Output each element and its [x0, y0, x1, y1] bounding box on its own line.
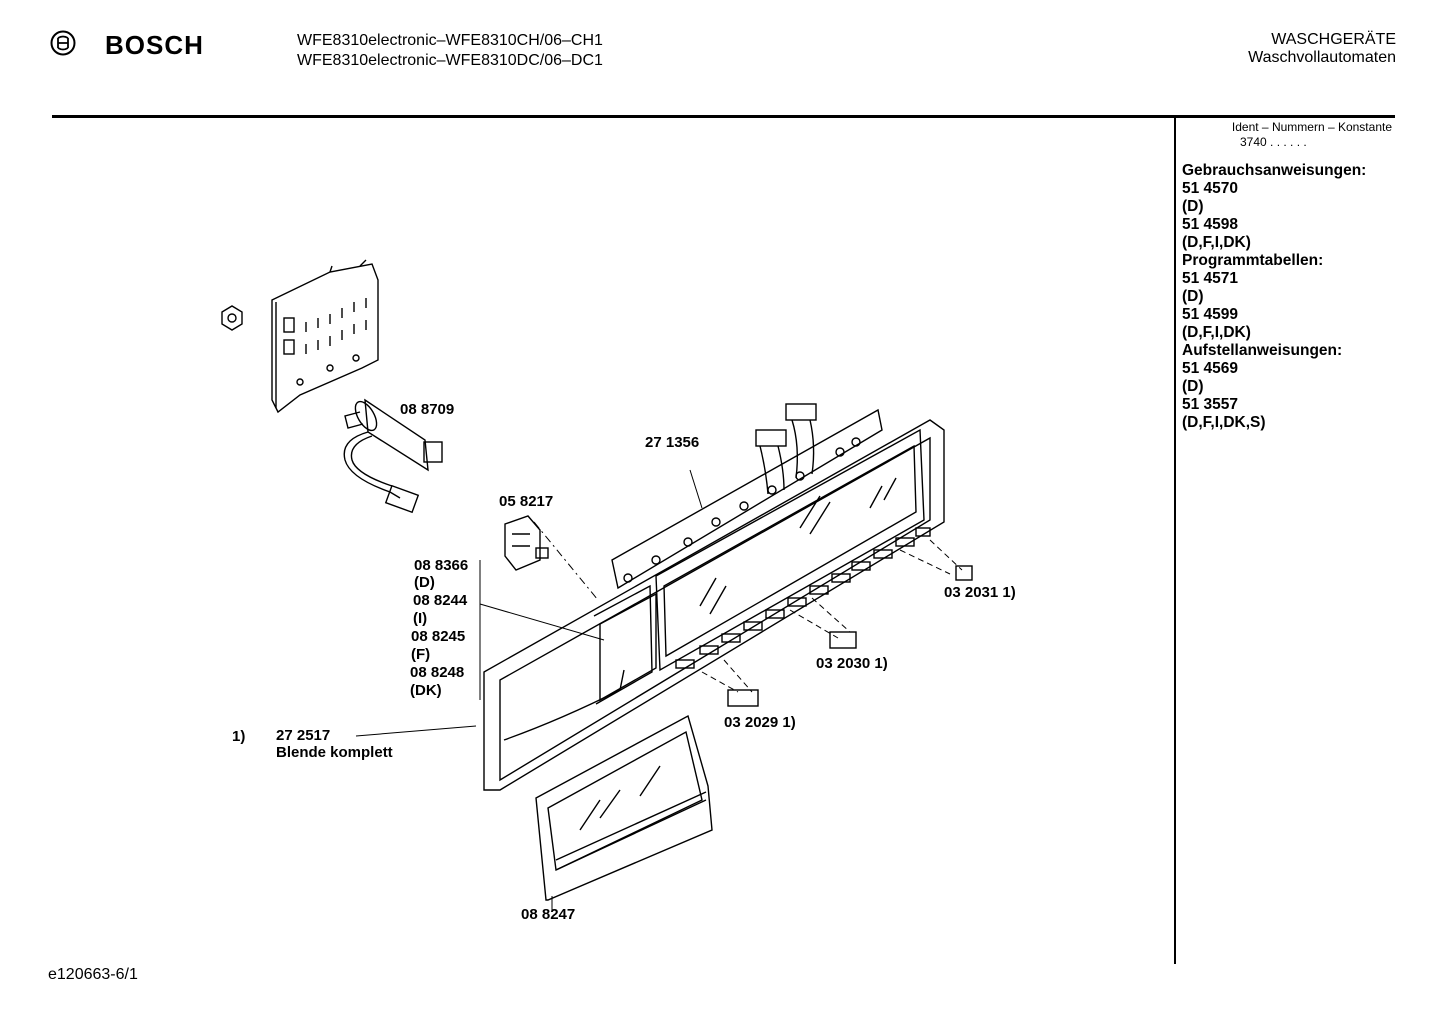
doc-heading-usage: Gebrauchsanweisungen:	[1182, 162, 1367, 179]
doc-heading-programs: Programmtabellen:	[1182, 252, 1324, 269]
key-032029-part	[727, 689, 759, 707]
ident-label: Ident – Nummern – Konstante	[1231, 120, 1392, 134]
part-label-032030: 03 2030 1)	[816, 655, 888, 672]
part-label-058217: 05 8217	[499, 493, 554, 510]
bosch-logo-icon	[50, 30, 76, 56]
document-id: e120663-6/1	[48, 966, 138, 983]
ident-value: 3740 . . . . . .	[1240, 135, 1307, 149]
circuit-board-part	[611, 408, 883, 590]
category-subtitle: Waschvollautomaten	[1248, 49, 1396, 66]
part-label-088247: 08 8247	[521, 906, 576, 923]
doc-language: (D,F,I,DK,S)	[1182, 414, 1266, 431]
doc-number: 51 4599	[1182, 306, 1239, 323]
part-label-032031: 03 2031 1)	[944, 584, 1016, 601]
doc-language: (D)	[1182, 378, 1204, 395]
leader-271356	[689, 469, 703, 509]
leader-058217	[533, 521, 599, 601]
part-label-032029: 03 2029 1)	[724, 714, 796, 731]
model-line-1: WFE8310electronic–WFE8310CH/06–CH1	[297, 32, 603, 49]
key-032030-part	[829, 631, 857, 649]
part-language-088244: (I)	[413, 610, 428, 627]
key-032031-part	[955, 565, 973, 581]
doc-number: 51 4571	[1182, 270, 1239, 287]
doc-number: 51 4570	[1182, 180, 1239, 197]
part-language-088248: (DK)	[410, 682, 442, 699]
part-label-088244: 08 8244	[413, 592, 468, 609]
part-label-088245: 08 8245	[411, 628, 466, 645]
part-language-088366: (D)	[414, 574, 435, 591]
ribbon-cables-part	[755, 403, 817, 495]
switch-bracket-part	[271, 259, 379, 414]
doc-language: (D,F,I,DK)	[1182, 324, 1251, 341]
nut-part	[221, 305, 243, 331]
window-cover-part	[535, 714, 713, 901]
model-line-2: WFE8310electronic–WFE8310DC/06–DC1	[297, 52, 603, 69]
part-label-088709: 08 8709	[400, 401, 455, 418]
doc-language: (D)	[1182, 288, 1204, 305]
category-title: WASCHGERÄTE	[1271, 31, 1396, 48]
suppressor-capacitor-part	[343, 398, 443, 514]
doc-language: (D,F,I,DK)	[1182, 234, 1251, 251]
part-label-271356: 27 1356	[645, 434, 700, 451]
control-panel-frame-part	[483, 419, 945, 791]
documentation-list: Gebrauchsanweisungen: 51 4570 (D) 51 459…	[1182, 162, 1366, 432]
part-label-088366: 08 8366	[414, 557, 469, 574]
doc-number: 51 3557	[1182, 396, 1239, 413]
doc-language: (D)	[1182, 198, 1204, 215]
leader-display-panel	[479, 603, 605, 641]
leader-032030	[789, 597, 851, 639]
header-divider	[52, 115, 1395, 118]
doc-number: 51 4598	[1182, 216, 1239, 233]
part-label-088248: 08 8248	[410, 664, 465, 681]
leader-032029	[701, 659, 753, 693]
part-language-088245: (F)	[411, 646, 431, 663]
leader-272517	[355, 725, 477, 737]
part-label-272517: 27 2517	[276, 727, 331, 744]
part-description-272517: Blende komplett	[276, 744, 393, 761]
brand-name: BOSCH	[105, 30, 204, 60]
switch-module-part	[504, 515, 549, 571]
doc-heading-installation: Aufstellanweisungen:	[1182, 342, 1343, 359]
footnote-marker: 1)	[232, 728, 246, 745]
leader-032031	[899, 539, 963, 575]
doc-number: 51 4569	[1182, 360, 1239, 377]
sidebar-divider	[1174, 118, 1176, 964]
